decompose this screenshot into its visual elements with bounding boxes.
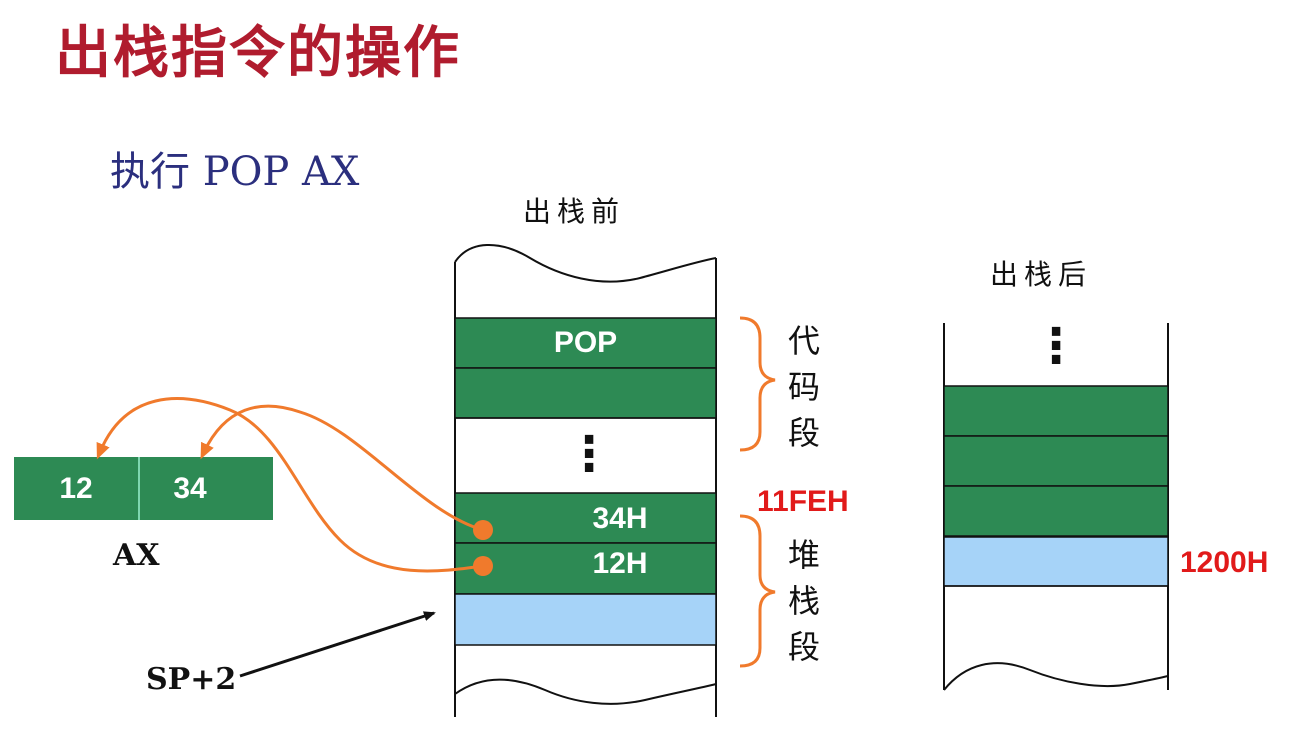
instruction-subtitle: 执行 POP AX — [110, 149, 360, 195]
after-ellipsis: ⋮ — [1032, 318, 1080, 374]
ax-register-name: AX — [113, 538, 160, 573]
source-dot-12h — [473, 556, 493, 576]
sp-arrow — [239, 611, 436, 678]
ax-low-byte — [140, 457, 273, 520]
after-cell-2 — [943, 435, 1169, 487]
ax-low-value: 34 — [173, 472, 207, 505]
cell-34h-text: 34H — [592, 502, 648, 535]
cell-pop — [454, 317, 717, 369]
before-label: 出栈前 — [523, 195, 626, 228]
page-title: 出栈指令的操作 — [55, 21, 461, 86]
address-1200h: 1200H — [1180, 546, 1269, 579]
stack-seg-char-1: 堆 — [787, 536, 820, 574]
transfer-arrow-34h-to-low — [200, 404, 484, 532]
stack-segment-brace — [739, 514, 776, 668]
before-ellipsis: ⋮ — [565, 426, 613, 482]
code-seg-char-2: 码 — [787, 368, 820, 406]
stack-segment-label: 堆 栈 段 — [784, 532, 824, 670]
code-segment-label: 代 码 段 — [784, 318, 824, 456]
stack-seg-char-2: 栈 — [787, 582, 820, 620]
ax-register — [14, 457, 273, 520]
source-dot-34h — [473, 520, 493, 540]
code-seg-char-1: 代 — [787, 322, 820, 360]
after-cell-3 — [943, 485, 1169, 537]
memory-after-bottom-wave — [943, 662, 1169, 691]
after-label: 出栈后 — [990, 258, 1093, 291]
cell-sp-target — [454, 593, 717, 646]
stack-seg-char-3: 段 — [787, 628, 820, 666]
memory-before-top-wave — [454, 244, 717, 283]
ax-high-byte — [14, 457, 138, 520]
after-cell-1 — [943, 385, 1169, 437]
memory-before-bottom-wave — [454, 678, 717, 705]
sp-label: SP+2 — [146, 662, 237, 697]
transfer-arrow-12h-to-high — [96, 397, 484, 573]
code-seg-char-3: 段 — [787, 414, 820, 452]
cell-pop-text: POP — [553, 326, 618, 359]
cell-12h-text: 12H — [592, 547, 648, 580]
after-cell-sp — [943, 536, 1169, 587]
cell-12h — [454, 542, 717, 595]
memory-after — [943, 323, 1169, 691]
cell-code-2 — [454, 367, 717, 419]
code-segment-brace — [739, 316, 776, 452]
ax-high-value: 12 — [59, 472, 93, 505]
address-11feh: 11FEH — [757, 485, 849, 518]
